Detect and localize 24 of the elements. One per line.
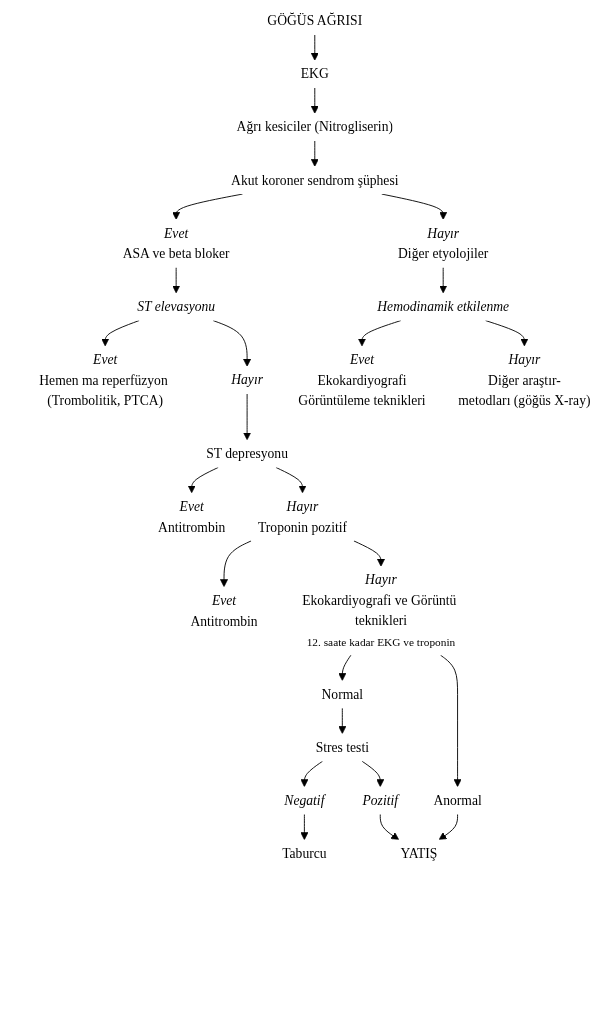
node-text: Evet Hemen ma reperfüzyon (Trombolitik, PTCA) — [39, 352, 168, 408]
node-text: Hayır — [231, 372, 263, 388]
node-text: ST elevasyonu — [137, 299, 216, 314]
node-text: Akut koroner sendrom şüphesi — [231, 172, 399, 188]
node-text: Anormal — [433, 792, 482, 808]
node-text: Stres testi — [315, 739, 369, 755]
node-text: Evet Antitrombin — [190, 593, 258, 628]
node-text: Ağrı kesiciler (Nitrogliserin) — [236, 119, 393, 135]
node-text: Normal — [321, 686, 364, 702]
node-text: Hayır Troponin pozitif — [257, 499, 348, 535]
node-text: GÖĞÜS AĞRISI — [267, 13, 363, 29]
node-text: ST depresyonu — [206, 446, 288, 461]
node-text: Taburcu — [282, 846, 327, 861]
node-text: Hayır Diğer araştır- metodları (göğüs X-ray) — [458, 352, 591, 408]
node-text: Evet Ekokardiyografi Görüntüleme teknikleri — [298, 352, 426, 408]
node-text: Evet ASA ve beta bloker — [122, 225, 230, 261]
node-text: Evet Antitrombin — [158, 499, 226, 535]
node-text: Hayır Ekokardiyografi ve Görüntü teknikleri 12. saate kadar EKG ve troponin — [302, 572, 457, 649]
node-text: EKG — [300, 66, 329, 82]
node-text: YATIŞ — [400, 846, 438, 861]
node-text: Hemodinamik etkilenme — [377, 299, 510, 314]
node-text: Hayır Diğer etyolojiler — [398, 225, 489, 261]
node-text: Pozitif — [362, 792, 399, 808]
node-text: Negatif — [284, 792, 325, 808]
